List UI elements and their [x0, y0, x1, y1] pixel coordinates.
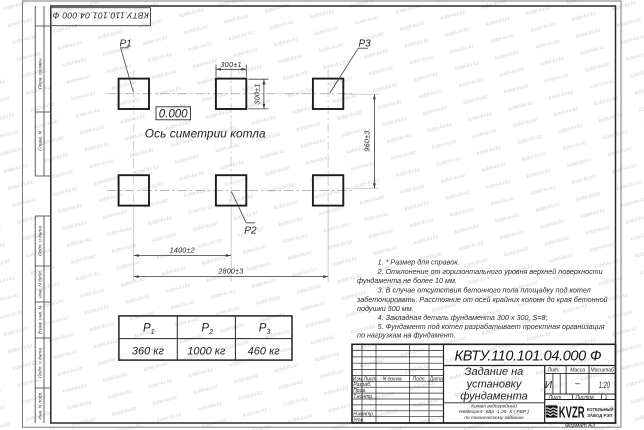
svg-text:Дата: Дата: [429, 376, 443, 382]
svg-text:Разраб.: Разраб.: [353, 382, 371, 388]
svg-text:1:20: 1:20: [599, 380, 610, 390]
svg-text:2. Отклонение от горизонтально: 2. Отклонение от горизонтального уровня …: [377, 267, 603, 276]
svg-text:–: –: [574, 378, 581, 388]
svg-text:1400±2: 1400±2: [170, 246, 195, 255]
svg-text:Ось симетрии котла: Ось симетрии котла: [145, 127, 266, 141]
svg-text:Масса: Масса: [570, 368, 585, 374]
svg-text:Т.контр.: Т.контр.: [353, 394, 373, 400]
svg-text:P3: P3: [359, 39, 372, 50]
svg-text:P2: P2: [244, 226, 257, 237]
svg-text:Перв. примен.: Перв. примен.: [38, 57, 44, 89]
svg-text:забетонировать. Расстояние от: забетонировать. Расстояние от осей крайн…: [356, 295, 608, 304]
svg-text:960±3: 960±3: [362, 130, 371, 151]
svg-text:0.000: 0.000: [159, 108, 188, 120]
svg-text:Формат А3: Формат А3: [565, 423, 596, 429]
svg-text:Подп. и дата: Подп. и дата: [38, 348, 44, 378]
svg-text:300±1: 300±1: [253, 83, 262, 104]
svg-text:установку: установку: [466, 378, 523, 390]
svg-text:Н.контр.: Н.контр.: [353, 412, 374, 418]
svg-text:1000 кг: 1000 кг: [187, 346, 226, 358]
svg-text:Взам. инв. N: Взам. инв. N: [38, 306, 44, 334]
svg-text:Листов: Листов: [574, 395, 594, 401]
svg-text:Подп. и дата: Подп. и дата: [38, 226, 44, 256]
svg-text:Масштаб: Масштаб: [591, 368, 615, 374]
svg-text:Утв.: Утв.: [353, 418, 364, 424]
svg-text:Heatexpert- КВр -1,25- К ( РВР: Heatexpert- КВр -1,25- К ( РВР ): [459, 409, 529, 415]
svg-text:P1: P1: [143, 322, 155, 336]
svg-text:Инв. N подл.: Инв. N подл.: [38, 391, 44, 419]
svg-text:Подп.: Подп.: [413, 376, 426, 382]
svg-text:Изм.Лист: Изм.Лист: [353, 376, 377, 382]
svg-text:КОТЕЛЬНЫЙ: КОТЕЛЬНЫЙ: [587, 405, 614, 412]
svg-text:5. Фундамент под котел разраба: 5. Фундамент под котел разрабатывает про…: [378, 322, 605, 331]
svg-text:1. * Размер для справок.: 1. * Размер для справок.: [378, 257, 460, 266]
svg-text:P1: P1: [120, 39, 132, 50]
svg-text:Задание на: Задание на: [465, 366, 524, 378]
svg-text:по техническому заданию: по техническому заданию: [464, 415, 524, 421]
svg-text:Лит.: Лит.: [547, 368, 560, 374]
svg-text:1: 1: [605, 395, 608, 401]
svg-text:460 кг: 460 кг: [248, 346, 281, 358]
svg-text:Справ. N: Справ. N: [38, 130, 44, 151]
svg-text:Пров.: Пров.: [353, 388, 366, 394]
svg-text:Котел водогрейный: Котел водогрейный: [471, 403, 517, 410]
svg-text:КВТУ.110.101.04.000: КВТУ.110.101.04.000: [455, 348, 587, 364]
svg-text:подушки 500 мм.: подушки 500 мм.: [357, 304, 414, 313]
svg-text:Лист: Лист: [548, 395, 562, 401]
svg-text:Ф: Ф: [590, 348, 602, 364]
svg-text:300±1: 300±1: [220, 60, 241, 69]
svg-text:по нагрузкам на фундамент.: по нагрузкам на фундамент.: [357, 331, 456, 340]
svg-text:КВТУ.110.101.04.000 Ф: КВТУ.110.101.04.000 Ф: [52, 10, 148, 20]
svg-text:фундамента: фундамента: [460, 390, 528, 402]
svg-text:ЗАВОД РЭП: ЗАВОД РЭП: [587, 413, 612, 418]
svg-text:3. В случае отсутствия бетонно: 3. В случае отсутствия бетонного пола пл…: [378, 285, 591, 294]
svg-text:KVZR: KVZR: [559, 405, 585, 422]
svg-text:фундамента не более 10 мм.: фундамента не более 10 мм.: [357, 276, 457, 285]
svg-text:И: И: [545, 380, 553, 391]
svg-text:N докум.: N докум.: [383, 376, 403, 382]
svg-text:P3: P3: [259, 322, 271, 336]
svg-text:2800±3: 2800±3: [217, 267, 243, 276]
svg-text:Инв. N дубл.: Инв. N дубл.: [38, 270, 44, 298]
svg-text:4. Закладная деталь фундамента: 4. Закладная деталь фундамента 300 x 300…: [378, 313, 548, 322]
svg-text:360 кг: 360 кг: [132, 346, 165, 358]
svg-text:P2: P2: [201, 322, 213, 336]
